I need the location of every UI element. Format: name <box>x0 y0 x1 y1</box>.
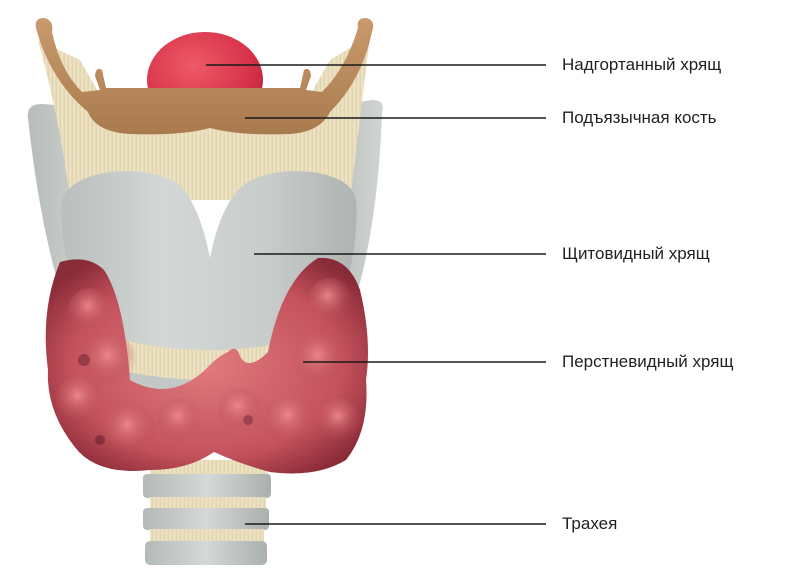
trachea <box>143 460 271 565</box>
label-cricoid-cartilage: Перстневидный хрящ <box>562 352 734 371</box>
leader-lines <box>206 64 546 525</box>
label-trachea: Трахея <box>562 514 618 533</box>
thyroid-gland <box>45 257 368 474</box>
label-hyoid-bone: Подъязычная кость <box>562 108 717 127</box>
label-thyroid-cartilage: Щитовидный хрящ <box>562 244 710 263</box>
hyoid-bone <box>35 18 374 135</box>
label-epiglottis: Надгортанный хрящ <box>562 55 722 74</box>
